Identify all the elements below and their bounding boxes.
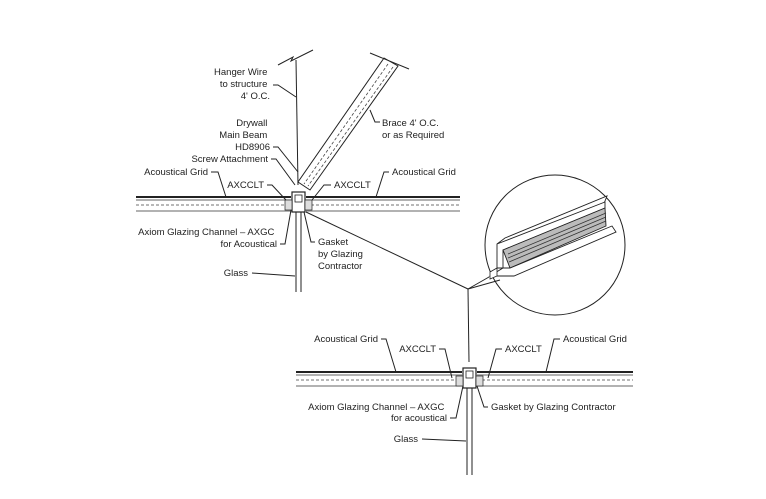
channel-profile-icon [488,195,617,280]
label-acoustical-grid-left-2: Acoustical Grid [314,334,378,345]
top-detail: Hanger Wire to structure 4' O.C. Drywall… [136,49,469,292]
label-axcclt-left: AXCCLT [227,180,264,191]
top-glazing-channel [284,191,313,213]
hanger-wire [277,49,314,186]
channel-inset [467,174,626,363]
label-glazing-channel-2: Axiom Glazing Channel – AXGC for acousti… [308,402,447,424]
bottom-detail: Acoustical Grid AXCCLT AXCCLT Acoustical… [296,334,633,475]
label-brace: Brace 4' O.C. or as Required [382,118,444,141]
label-glazing-channel: Axiom Glazing Channel – AXGC for Acousti… [138,227,277,250]
label-axcclt-right-2: AXCCLT [505,344,542,355]
label-gasket-2: Gasket by Glazing Contractor [491,402,616,413]
bottom-grid-right [477,371,633,387]
label-glass-2: Glass [394,434,419,445]
label-hanger-wire: Hanger Wire to structure 4' O.C. [214,67,270,102]
bottom-glass [466,388,473,475]
label-acoustical-grid-left: Acoustical Grid [144,167,208,178]
label-axcclt-left-2: AXCCLT [399,344,436,355]
label-acoustical-grid-right-2: Acoustical Grid [563,334,627,345]
label-main-beam: Drywall Main Beam HD8906 [219,118,270,153]
top-grid-right [306,196,460,212]
bottom-glazing-channel [455,367,484,389]
label-glass: Glass [224,268,249,279]
top-glass [295,212,302,292]
label-axcclt-right: AXCCLT [334,180,371,191]
label-screw-attachment: Screw Attachment [191,154,268,165]
label-gasket: Gasket by Glazing Contractor [318,237,366,272]
top-grid-left [136,196,291,212]
brace [297,52,410,191]
label-acoustical-grid-right: Acoustical Grid [392,167,456,178]
bottom-grid-left [296,371,462,387]
